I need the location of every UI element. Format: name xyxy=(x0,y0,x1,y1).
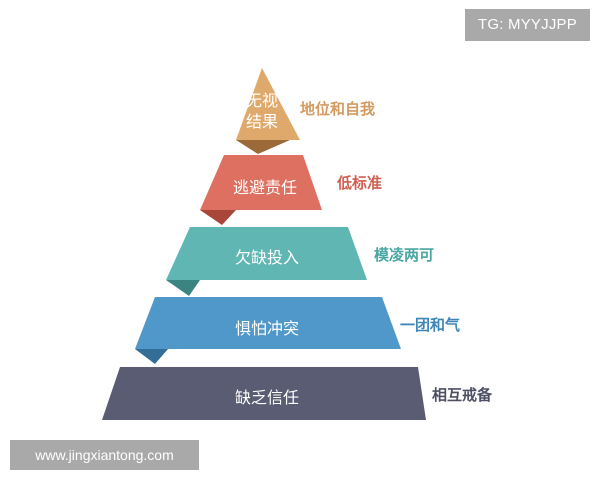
level-3-block xyxy=(166,227,367,280)
level-4-block xyxy=(135,297,401,349)
level-1-label: 无视 结果 xyxy=(240,90,284,132)
level-5-block xyxy=(102,367,426,420)
level-1-block xyxy=(236,68,300,140)
level-2-block xyxy=(200,155,322,210)
level-5-description: 相互戒备 xyxy=(432,386,493,404)
level-3-shadow xyxy=(166,280,200,296)
level-4-description: 一团和气 xyxy=(400,316,461,334)
level-1-description: 地位和自我 xyxy=(300,100,376,118)
level-3-description: 模凌两可 xyxy=(374,246,435,264)
level-2-label: 逃避责任 xyxy=(232,178,297,197)
level-3-label: 欠缺投入 xyxy=(234,248,299,267)
level-2-shadow xyxy=(200,210,236,225)
level-5-label: 缺乏信任 xyxy=(234,388,299,407)
watermark-bottom: www.jingxiantong.com xyxy=(10,440,199,470)
level-2-description: 低标准 xyxy=(337,174,383,192)
level-4-shadow xyxy=(135,349,168,364)
level-4-label: 惧怕冲突 xyxy=(234,319,299,338)
level-1-label-line2: 结果 xyxy=(245,112,278,131)
level-1-shadow xyxy=(236,140,290,154)
level-1-label-line1: 无视 xyxy=(245,91,278,110)
watermark-top: TG: MYYJJPP xyxy=(465,9,590,41)
